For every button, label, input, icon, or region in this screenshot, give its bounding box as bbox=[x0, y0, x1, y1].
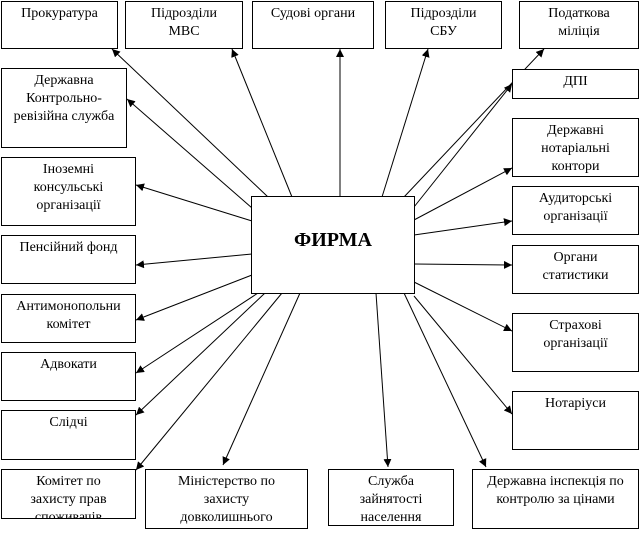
arrow-to-krs bbox=[126, 98, 253, 209]
arrow-to-pensiynyi bbox=[135, 253, 253, 269]
node-orhany-statystyky: Органи статистики bbox=[512, 245, 639, 294]
arrow-to-slidchi bbox=[135, 292, 266, 416]
arrow-to-sbu bbox=[381, 48, 430, 198]
arrow-to-konsulski bbox=[135, 183, 253, 222]
arrow-to-notariusy bbox=[413, 295, 513, 415]
node-inspektsiia-tsin: Державна інспекція по контролю за цінами bbox=[472, 469, 639, 529]
node-dpi: ДПІ bbox=[512, 69, 639, 99]
node-sudovi-orhany: Судові органи bbox=[252, 1, 374, 49]
node-sluzhba-zainiatosti: Служба зайнятості населення bbox=[328, 469, 454, 526]
node-audytorski-orhanizatsii: Аудиторські організації bbox=[512, 186, 639, 235]
arrow-to-dpi bbox=[413, 83, 513, 208]
node-kontrolno-reviziina-sluzhba: Державна Контрольно- ревізійна служба bbox=[1, 68, 127, 148]
arrow-to-zainiatist bbox=[375, 292, 392, 468]
node-slidchi: Слідчі bbox=[1, 410, 136, 460]
arrow-to-antymonopolnyi bbox=[135, 274, 253, 321]
arrow-to-prokuratura bbox=[111, 48, 269, 198]
arrow-to-tsiny bbox=[403, 292, 487, 468]
arrow-to-advokaty bbox=[135, 292, 259, 374]
node-komitet-zakhystu-spozhyvachiv: Комітет по захисту прав споживачів bbox=[1, 469, 136, 519]
node-strakhovi-orhanizatsii: Страхові організації bbox=[512, 313, 639, 372]
node-advokaty: Адвокати bbox=[1, 352, 136, 401]
node-konsulski-orhanizatsii: Іноземні консульські організації bbox=[1, 157, 136, 226]
node-podatkova-militsiia: Податкова міліція bbox=[519, 1, 639, 49]
arrow-to-ministerstvo bbox=[222, 292, 301, 466]
center-node-firma: ФИРМА bbox=[251, 196, 415, 294]
node-antymonopolnyi-komitet: Антимонопольни комітет bbox=[1, 294, 136, 343]
node-notarialni-kontory: Державні нотаріальні контори bbox=[512, 118, 639, 177]
arrow-to-strakhovi bbox=[413, 281, 513, 332]
arrow-to-audytorski bbox=[413, 218, 513, 236]
node-pensiinyi-fond: Пенсійний фонд bbox=[1, 235, 136, 284]
node-notariusy: Нотаріуси bbox=[512, 391, 639, 450]
arrow-to-statystyka bbox=[413, 260, 513, 269]
node-ministerstvo-dovkillia: Міністерство по захисту довколишнього се… bbox=[145, 469, 308, 529]
arrow-to-spozhyvachi bbox=[135, 292, 283, 471]
arrow-to-mvs bbox=[231, 48, 293, 198]
node-pidrozdily-mvs: Підрозділи МВС bbox=[125, 1, 243, 49]
node-pidrozdily-sbu: Підрозділи СБУ bbox=[385, 1, 502, 49]
arrow-to-notarialni bbox=[413, 167, 513, 221]
node-prokuratura: Прокуратура bbox=[1, 1, 118, 49]
